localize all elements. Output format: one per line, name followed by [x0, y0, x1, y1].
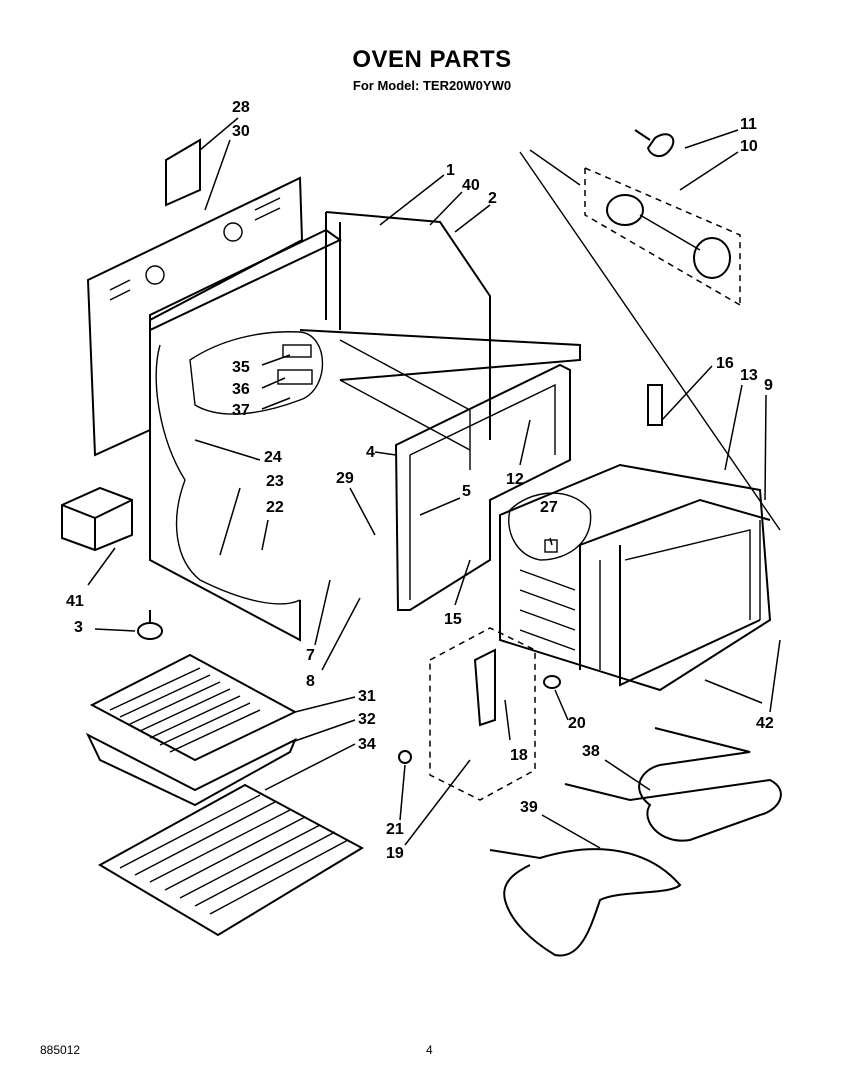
part-32-broiler-pan	[85, 732, 297, 807]
callout-28: 28	[232, 99, 250, 116]
page-title: OVEN PARTS	[352, 46, 512, 73]
callout-37: 37	[232, 402, 250, 419]
leader-lines	[87, 117, 781, 849]
callout-18: 18	[510, 747, 528, 764]
callout-5: 5	[462, 483, 471, 500]
callout-4: 4	[366, 444, 375, 461]
part-30-rear-panel	[86, 176, 304, 457]
footer-code: 885012	[40, 1043, 81, 1057]
callout-40: 40	[462, 177, 480, 194]
callout-12: 12	[506, 471, 524, 488]
part-1-oven-frame	[149, 211, 581, 642]
callout-16: 16	[716, 355, 734, 372]
part-9-oven-liner	[499, 463, 772, 692]
part-31-broiler-grid	[89, 653, 298, 762]
part-39-bake-element	[489, 848, 682, 957]
page-number: 4	[426, 1043, 433, 1057]
callout-3: 3	[74, 619, 83, 636]
part-11-light-bulb	[634, 129, 675, 158]
callout-8: 8	[306, 673, 315, 690]
part-34-oven-rack	[97, 783, 365, 937]
callout-20: 20	[568, 715, 586, 732]
part-20-knob	[543, 675, 561, 689]
callout-34: 34	[358, 736, 376, 753]
part-10-light-socket	[584, 167, 741, 306]
callout-9: 9	[764, 377, 773, 394]
wiring-harness	[155, 331, 324, 605]
callout-35: 35	[232, 359, 250, 376]
part-28-insulation-pad	[165, 138, 201, 207]
part-4-front-frame	[394, 363, 571, 611]
part-16-sensor	[647, 384, 663, 426]
callout-15: 15	[444, 611, 462, 628]
callout-32: 32	[358, 711, 376, 728]
callout-41: 41	[66, 593, 84, 610]
callout-11: 11	[740, 116, 757, 133]
callout-38: 38	[582, 743, 600, 760]
part-21-nut	[398, 750, 412, 764]
page-subtitle: For Model: TER20W0YW0	[352, 78, 512, 93]
part-41-control-box	[61, 486, 133, 552]
callout-2: 2	[488, 190, 497, 207]
callout-22: 22	[266, 499, 284, 516]
callout-30: 30	[232, 123, 250, 140]
callout-7: 7	[306, 647, 315, 664]
callout-23: 23	[266, 473, 284, 490]
callout-1: 1	[446, 162, 455, 179]
assembly-guide-lines	[519, 149, 781, 531]
callout-31: 31	[358, 688, 376, 705]
callout-36: 36	[232, 381, 250, 398]
callout-42: 42	[756, 715, 774, 732]
callout-13: 13	[740, 367, 758, 384]
callout-29: 29	[336, 470, 354, 487]
callout-27: 27	[540, 499, 558, 516]
callout-39: 39	[520, 799, 538, 816]
callout-10: 10	[740, 138, 758, 155]
callout-21: 21	[386, 821, 404, 838]
callout-24: 24	[264, 449, 282, 466]
part-38-broil-element	[564, 727, 782, 842]
part-3-leveling-leg	[137, 610, 163, 640]
callout-19: 19	[386, 845, 404, 862]
part-19-door-latch	[429, 627, 536, 801]
